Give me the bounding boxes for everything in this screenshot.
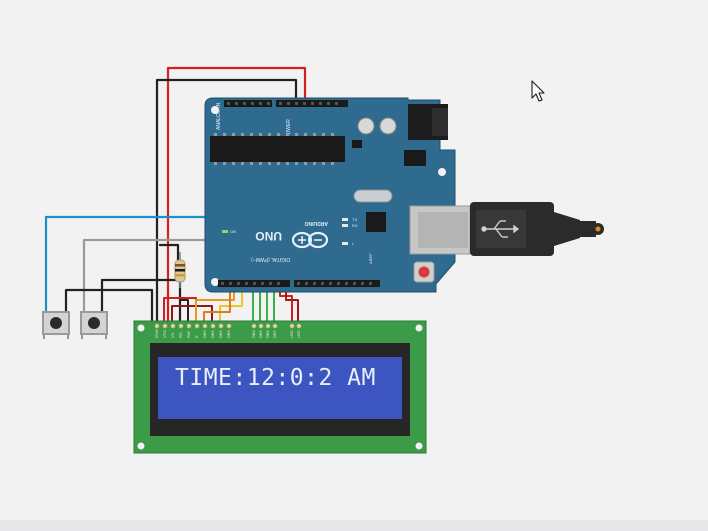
wire-black-gnd[interactable] — [155, 78, 298, 324]
crystal — [353, 189, 393, 203]
usb-chip — [366, 212, 386, 232]
capacitor — [379, 117, 397, 135]
lcd-pin-label: DB4 — [251, 329, 256, 338]
power-label: POWER — [286, 119, 292, 138]
header-analog[interactable] — [224, 100, 272, 107]
smd-component — [352, 140, 362, 148]
on-led — [222, 230, 228, 233]
mount-hole — [211, 106, 219, 114]
lcd-pin-label: DB0 — [202, 329, 207, 338]
wire-resistor-lead[interactable] — [179, 285, 189, 323]
lcd-pin-label: RW — [186, 331, 191, 338]
lcd-pin-label: DB3 — [226, 329, 231, 338]
lcd-module[interactable]: GND VCC V0 RS RW E DB0 DB1 DB2 DB3 DB4 D… — [133, 320, 427, 454]
lcd-pin-label: LED — [296, 330, 301, 338]
usb-port-inner — [418, 212, 468, 248]
wire-orange-a[interactable] — [203, 284, 231, 323]
usb-icon — [481, 220, 520, 238]
reset-button-cap[interactable] — [418, 266, 430, 278]
lcd-pin-label: E — [194, 335, 199, 338]
tx-label: TX — [352, 217, 357, 222]
arduino-brand: ARDUINO — [305, 220, 328, 226]
pushbutton-right[interactable] — [80, 311, 108, 339]
wire-red-led-b[interactable] — [285, 287, 299, 323]
lcd-screen — [158, 357, 402, 419]
l-label: L — [352, 241, 355, 246]
voltage-regulator — [404, 150, 426, 166]
atmega-chip — [210, 136, 345, 162]
chip-pins — [214, 133, 334, 165]
power-jack-inner — [432, 108, 448, 136]
rx-label: RX — [352, 223, 358, 228]
lcd-pin-label: RS — [178, 332, 183, 338]
mount-hole — [415, 324, 423, 332]
wire-red-5v[interactable] — [166, 66, 307, 324]
header-analog-pins — [227, 102, 338, 105]
lcd-pin-label: LED — [289, 330, 294, 338]
lcd-pin-label: DB2 — [218, 329, 223, 338]
bottom-strip — [0, 520, 708, 531]
mount-hole — [137, 324, 145, 332]
l-led — [342, 242, 348, 245]
lcd-pin-label: DB6 — [265, 329, 270, 338]
header-digital-pins — [221, 282, 372, 285]
arduino-logo — [291, 231, 329, 249]
lcd-pin-label: DB5 — [258, 329, 263, 338]
lcd-display-text: TIME:12:0:2 AM — [175, 365, 376, 391]
wire-black-button-a[interactable] — [64, 288, 154, 324]
lcd-pin-label: V0 — [170, 332, 175, 338]
pushbutton-left[interactable] — [42, 311, 70, 339]
aref-label: AREF — [368, 253, 373, 264]
lcd-pin-header[interactable] — [154, 323, 302, 329]
mount-hole — [137, 442, 145, 450]
mount-hole — [415, 442, 423, 450]
mount-hole — [211, 278, 219, 286]
lcd-pin-label: DB7 — [272, 329, 277, 338]
rx-led — [342, 224, 348, 227]
tx-led — [342, 218, 348, 221]
on-label: ON — [230, 229, 236, 234]
arrow-cursor-icon — [531, 80, 545, 102]
mount-hole — [438, 168, 446, 176]
uno-logo: UNO — [255, 229, 282, 243]
lcd-pin-label: GND — [154, 329, 159, 338]
lcd-pin-label: VCC — [162, 329, 167, 338]
resistor[interactable] — [174, 252, 186, 288]
lcd-pin-label: DB1 — [210, 329, 215, 338]
capacitor — [357, 117, 375, 135]
wire-black-header[interactable] — [158, 243, 180, 262]
analog-in-label: ANALOG IN — [216, 102, 222, 130]
digital-label: DIGITAL (PWM~) — [251, 256, 290, 262]
arduino-board[interactable]: ANALOG IN POWER T — [204, 97, 471, 293]
wire-red-lcd-b[interactable] — [171, 305, 213, 323]
